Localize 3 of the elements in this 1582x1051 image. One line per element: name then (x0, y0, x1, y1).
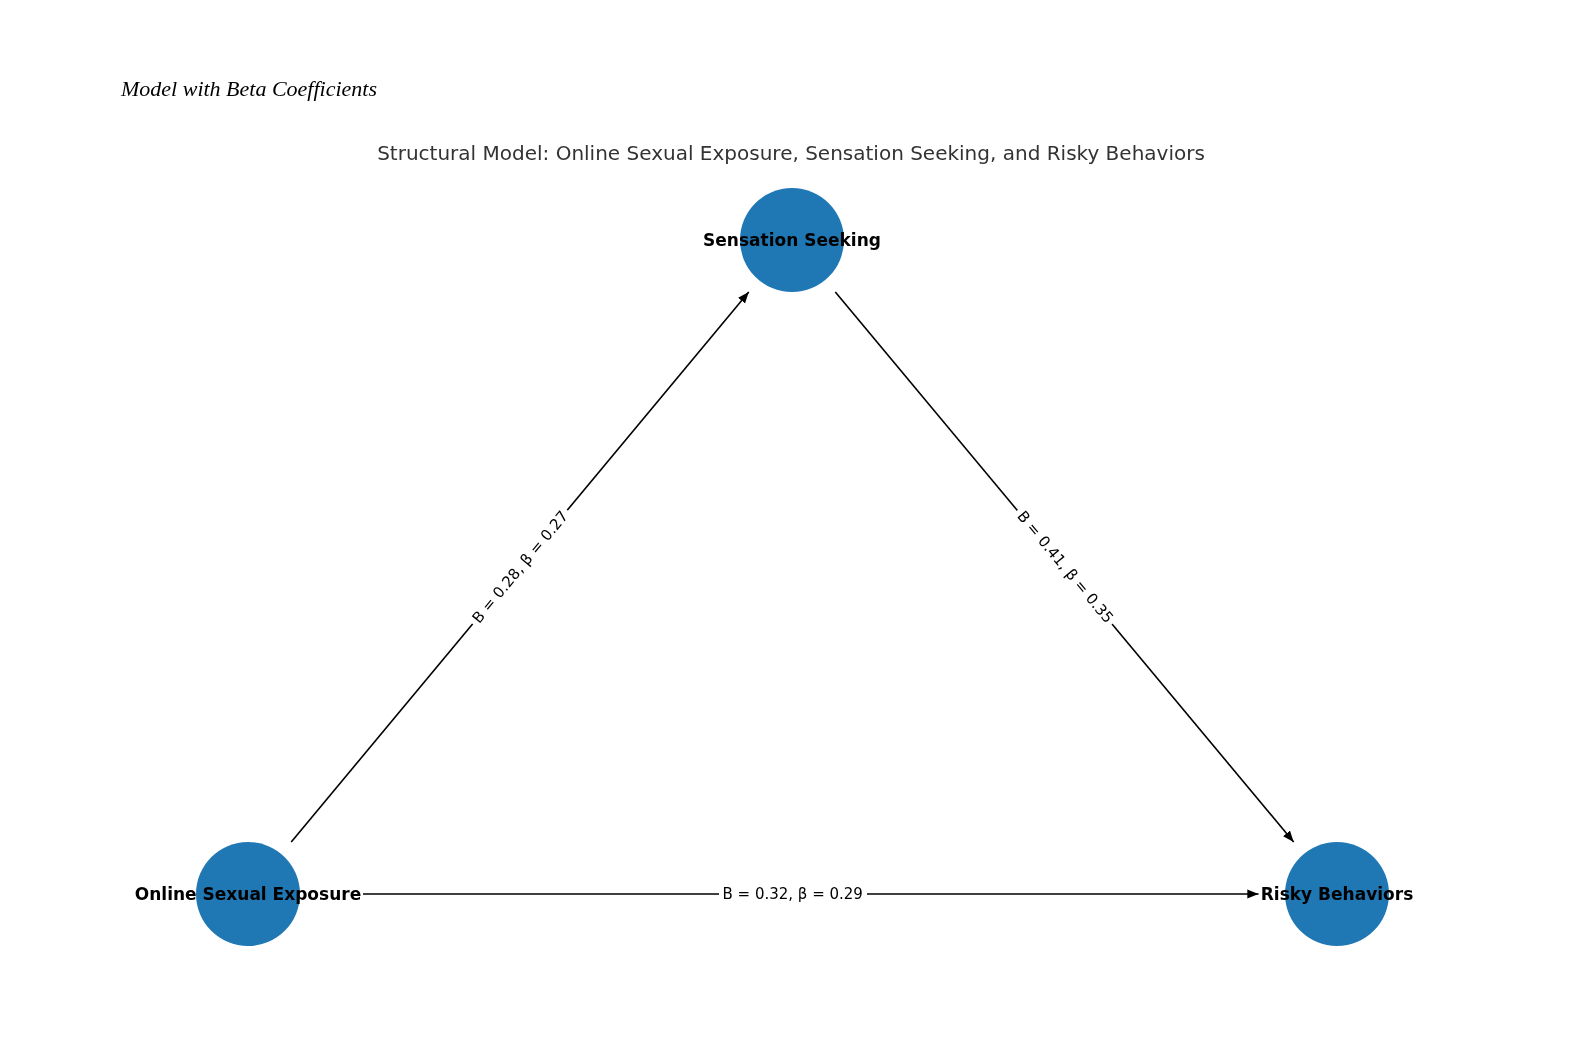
figure-title: Model with Beta Coefficients (121, 76, 377, 102)
chart-title: Structural Model: Online Sexual Exposure, Sensation Seeking, and Risky Behaviors (377, 141, 1205, 165)
edge-label: B = 0.32, β = 0.29 (718, 885, 867, 903)
